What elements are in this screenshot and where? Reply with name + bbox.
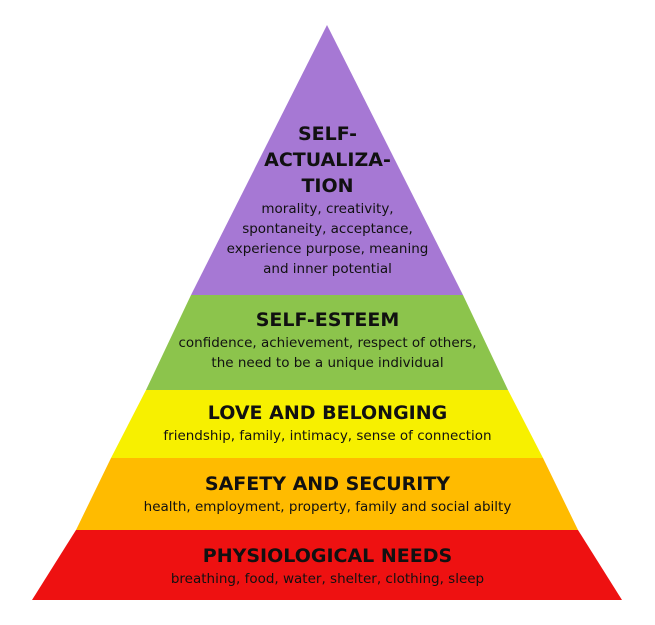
tier-1-band (191, 25, 463, 295)
tier-4-band (76, 458, 578, 530)
tier-description: spontaneity, acceptance, (242, 221, 413, 237)
tier-2-band (146, 295, 508, 390)
tier-description: confidence, achievement, respect of othe… (178, 335, 477, 351)
tier-title: TION (301, 175, 354, 197)
tier-3-band (111, 390, 543, 458)
tier-description: health, employment, property, family and… (143, 499, 512, 515)
tier-description: and inner potential (263, 261, 392, 277)
tier-title: SELF- (297, 123, 358, 145)
tier-5-band (32, 530, 622, 600)
tier-love-and-belonging: LOVE AND BELONGING friendship, family, i… (0, 400, 655, 446)
tier-title: PHYSIOLOGICAL NEEDS (202, 545, 453, 567)
tier-self-actualization: SELF- ACTUALIZA- TION morality, creativi… (0, 121, 655, 279)
tier-title: LOVE AND BELONGING (207, 402, 448, 424)
tier-safety-and-security: SAFETY AND SECURITY health, employment, … (0, 471, 655, 517)
tier-self-esteem: SELF-ESTEEM confidence, achievement, res… (0, 307, 655, 373)
tier-description: morality, creativity, (261, 201, 394, 217)
tier-title: SAFETY AND SECURITY (204, 473, 451, 495)
tier-physiological-needs: PHYSIOLOGICAL NEEDS breathing, food, wat… (0, 543, 655, 589)
tier-description: the need to be a unique individual (211, 355, 444, 371)
tier-description: friendship, family, intimacy, sense of c… (163, 428, 492, 444)
tier-title: SELF-ESTEEM (255, 309, 400, 331)
tier-title: ACTUALIZA- (264, 149, 391, 171)
tier-description: breathing, food, water, shelter, clothin… (170, 571, 485, 587)
tier-description: experience purpose, meaning (226, 241, 429, 257)
